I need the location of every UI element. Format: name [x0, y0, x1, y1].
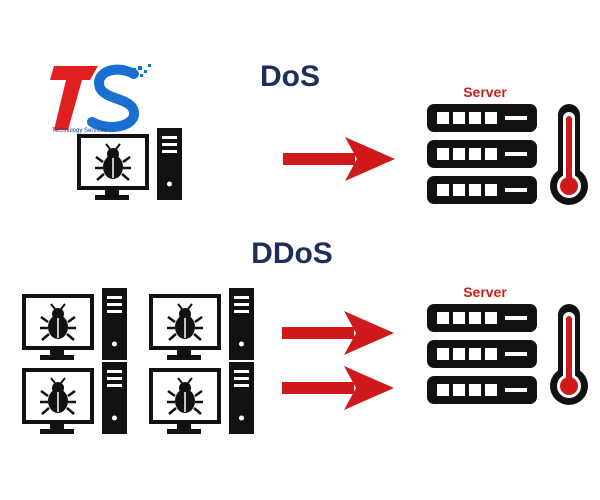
- logo-tagline: Technology Services: [52, 128, 108, 134]
- bug-computer-icon: [77, 126, 184, 202]
- bug-computer-icon: [22, 360, 129, 436]
- bug-computer-icon: [149, 286, 256, 362]
- ddos-attacker-1: [22, 286, 129, 362]
- ddos-attacker-4: [149, 360, 256, 436]
- dos-server: [427, 104, 597, 224]
- dos-arrow: [283, 137, 395, 181]
- dos-attacker: [77, 126, 184, 202]
- bug-computer-icon: [22, 286, 129, 362]
- ddos-heading: DDoS: [251, 237, 333, 270]
- logo: Technology Services: [46, 58, 156, 138]
- server-rack-icon: [427, 104, 588, 205]
- dos-server-label: Server: [463, 84, 507, 100]
- server-rack-icon: [427, 304, 588, 405]
- logo-mark: [50, 64, 151, 132]
- arrow-right-icon: [282, 366, 394, 410]
- ddos-server-label: Server: [463, 284, 507, 300]
- arrow-right-icon: [283, 137, 395, 181]
- arrow-right-icon: [282, 311, 394, 355]
- dos-heading: DoS: [260, 60, 320, 93]
- ddos-arrow-2: [282, 366, 394, 410]
- ddos-arrow-1: [282, 311, 394, 355]
- ddos-attacker-3: [22, 360, 129, 436]
- ddos-server: [427, 304, 597, 424]
- bug-computer-icon: [149, 360, 256, 436]
- ddos-attacker-2: [149, 286, 256, 362]
